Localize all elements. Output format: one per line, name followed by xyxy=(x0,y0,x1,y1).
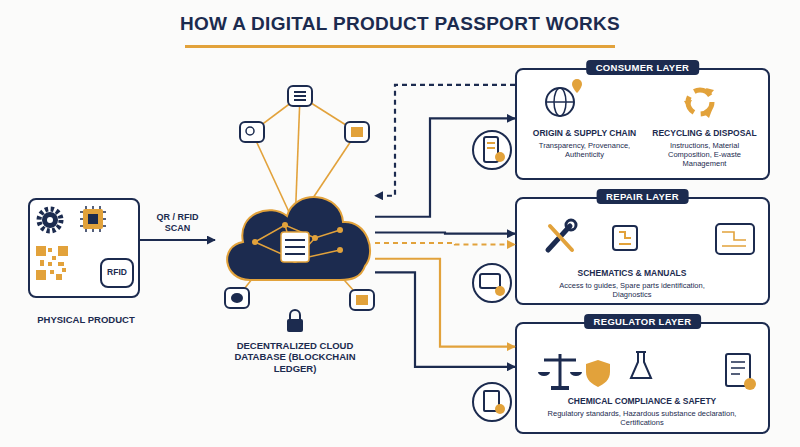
check-dot xyxy=(495,404,505,414)
satellite-node xyxy=(350,290,374,310)
chip-core xyxy=(88,214,98,224)
node-heading: PHYSICAL PRODUCT xyxy=(10,314,162,325)
satellite-nodes xyxy=(225,86,374,310)
search-glyph xyxy=(246,127,254,135)
gear-icon xyxy=(39,209,61,231)
document-stamp xyxy=(744,378,756,390)
layer-tab: REGULATOR LAYER xyxy=(584,314,702,329)
item-body: Regulatory standards, Hazardous substanc… xyxy=(537,409,747,427)
schematic-line xyxy=(722,232,746,246)
scale-beam xyxy=(544,359,576,362)
layer-tab: CONSUMER LAYER xyxy=(586,60,700,75)
qr-finder xyxy=(58,246,68,256)
gear-body xyxy=(42,212,58,228)
tool-badge xyxy=(473,264,511,302)
scale-base xyxy=(551,386,569,390)
ledger-node xyxy=(337,227,343,233)
cloud-database: DECENTRALIZED CLOUD DATABASE (BLOCKCHAIN… xyxy=(215,180,375,285)
rfid-tag: RFID xyxy=(100,258,134,288)
check-dot xyxy=(495,286,505,296)
qr-cell xyxy=(40,260,44,266)
qr-cell xyxy=(48,262,52,266)
phone-line xyxy=(487,142,495,144)
item-heading: SCHEMATICS & MANUALS xyxy=(542,268,722,278)
satellite-node xyxy=(288,86,312,106)
qr-cell xyxy=(56,274,62,280)
item-body: Access to guides, Spare parts identifica… xyxy=(547,281,717,299)
list-glyph xyxy=(294,99,306,101)
ledger-node xyxy=(252,239,258,245)
doc-glyph xyxy=(356,295,368,305)
tablet-frame xyxy=(716,224,754,254)
diagram-title: HOW A DIGITAL PRODUCT PASSPORT WORKS xyxy=(150,13,650,35)
circuit-icon xyxy=(613,226,637,250)
ledger-node xyxy=(312,235,318,241)
qr-cell xyxy=(62,268,66,272)
doc-badge xyxy=(473,383,511,421)
item-heading: RECYCLING & DISPOSAL xyxy=(642,128,767,138)
qr-finder xyxy=(36,270,46,280)
tag-text: RFID xyxy=(100,267,134,277)
cloud-outline xyxy=(227,197,370,280)
tablet-icon xyxy=(716,224,754,254)
qr-cell xyxy=(50,270,54,274)
scale-pans xyxy=(538,372,582,376)
satellite-node xyxy=(240,122,264,142)
wrench-head xyxy=(566,220,576,230)
screen-outline xyxy=(480,274,500,288)
qr-finder xyxy=(36,246,46,256)
node-heading: DECENTRALIZED CLOUD DATABASE (BLOCKCHAIN… xyxy=(230,340,360,374)
lock-icon xyxy=(287,310,303,332)
phone-badge xyxy=(473,131,511,169)
db-glyph xyxy=(231,293,243,303)
title-underline xyxy=(185,45,615,48)
cloud-shape xyxy=(215,180,375,285)
badge-circle xyxy=(473,131,511,169)
circuit-chip xyxy=(613,226,637,250)
ledger-node xyxy=(282,222,288,228)
layer-tab: REPAIR LAYER xyxy=(596,189,689,204)
item-heading: ORIGIN & SUPPLY CHAIN xyxy=(522,128,647,138)
layer-panel: CONSUMER LAYERORIGIN & SUPPLY CHAINTrans… xyxy=(515,68,770,180)
qr-cell xyxy=(52,256,56,260)
globe-equator xyxy=(546,101,574,103)
ledger-node xyxy=(337,247,343,253)
server-slots xyxy=(285,240,305,254)
satellite-node xyxy=(345,122,369,142)
list-glyph xyxy=(294,95,306,97)
edge-label: QR / RFID SCAN xyxy=(148,212,208,234)
item-body: Transparency, Provenance, Authenticity xyxy=(527,141,642,159)
doc-glyph xyxy=(351,127,363,137)
document-lines xyxy=(731,362,745,374)
qr-cell xyxy=(48,248,52,252)
item-body: Instructions, Material Composition, E-wa… xyxy=(647,141,762,168)
phone-line xyxy=(487,147,495,149)
flow-arrow xyxy=(375,85,515,196)
check-dot xyxy=(495,152,505,162)
qr-cell xyxy=(58,262,64,266)
lock-shackle xyxy=(290,310,300,320)
item-heading: CHEMICAL COMPLIANCE & SAFETY xyxy=(532,396,752,406)
flow-arrow xyxy=(375,243,515,245)
chip-body xyxy=(83,209,103,229)
gear-hole xyxy=(47,217,53,223)
lock-body xyxy=(287,319,303,332)
satellite-node xyxy=(225,288,249,308)
flow-arrow xyxy=(140,239,215,241)
badge-circle xyxy=(473,264,511,302)
gear-teeth xyxy=(39,209,61,231)
server-icon xyxy=(281,232,309,262)
flow-arrow xyxy=(375,233,515,234)
circuit-trace xyxy=(619,232,631,244)
badge-circle xyxy=(473,383,511,421)
chip-icon xyxy=(80,206,106,232)
list-glyph xyxy=(294,91,306,93)
